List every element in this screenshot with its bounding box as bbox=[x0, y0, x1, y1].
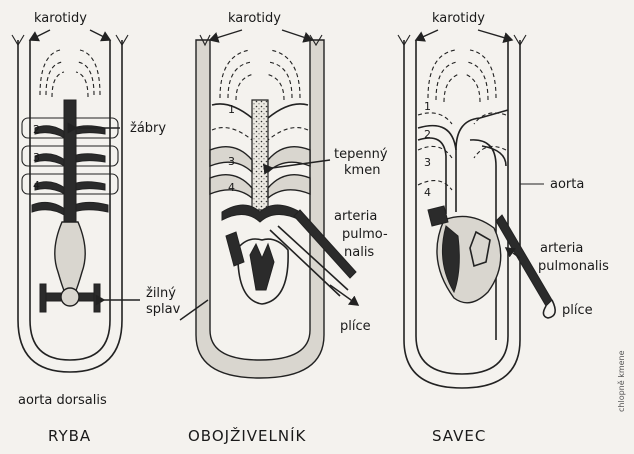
amph-arch-number-1: 1 bbox=[228, 103, 235, 116]
amph-arteria-label-2: pulmo- bbox=[342, 227, 388, 242]
mammal-karotidy-label: karotidy bbox=[432, 11, 485, 26]
amph-arteria-label-1: arteria bbox=[334, 209, 377, 224]
sinus-venosus bbox=[40, 284, 100, 312]
fish-sinus-label-1: žilný bbox=[146, 286, 176, 301]
fish-panel: 2 3 4 karotidy žábry žilný splav aorta d… bbox=[12, 11, 181, 445]
mammal-caption: SAVEC bbox=[432, 427, 486, 445]
mammal-heart bbox=[428, 206, 501, 303]
fish-aorta-label: aorta dorsalis bbox=[18, 393, 107, 408]
mammal-arteria-label-1: arteria bbox=[540, 241, 583, 256]
mammal-panel: 1 2 3 4 karotidy aorta arteria pulmonali… bbox=[398, 11, 609, 445]
amph-lungs-label: plíce bbox=[340, 319, 371, 334]
fish-sinus-label-2: splav bbox=[146, 302, 181, 317]
mammal-arteria-label-2: pulmonalis bbox=[538, 259, 609, 274]
fish-caption: RYBA bbox=[48, 427, 91, 445]
mammal-lungs-label: plíce bbox=[562, 303, 593, 318]
mammal-arch-number-4: 4 bbox=[424, 186, 431, 199]
arch-number-3: 3 bbox=[33, 151, 40, 164]
mammal-arch-number-3: 3 bbox=[424, 156, 431, 169]
mammal-arch-number-1: 1 bbox=[424, 100, 431, 113]
fish-gills-label: žábry bbox=[130, 121, 166, 136]
amphibian-heart bbox=[226, 232, 288, 304]
side-note: chlopně kmene bbox=[617, 350, 626, 412]
amph-karotidy-label: karotidy bbox=[228, 11, 281, 26]
amph-trunk-label-1: tepenný bbox=[334, 147, 388, 162]
mammal-arch-number-2: 2 bbox=[424, 128, 431, 141]
amph-arch-number-3: 3 bbox=[228, 155, 235, 168]
amph-arteria-label-3: nalis bbox=[344, 245, 374, 260]
mammal-aorta-label: aorta bbox=[550, 177, 584, 192]
arch-number-4: 4 bbox=[33, 179, 40, 192]
amphibian-panel: 1 3 4 karotidy tepenný kmen arteria pulm… bbox=[180, 11, 388, 445]
amphibian-caption: OBOJŽIVELNÍK bbox=[188, 426, 307, 445]
fish-karotidy-label: karotidy bbox=[34, 11, 87, 26]
amph-trunk-label-2: kmen bbox=[344, 163, 380, 178]
amph-arch-number-4: 4 bbox=[228, 181, 235, 194]
arch-number-2: 2 bbox=[33, 123, 40, 136]
